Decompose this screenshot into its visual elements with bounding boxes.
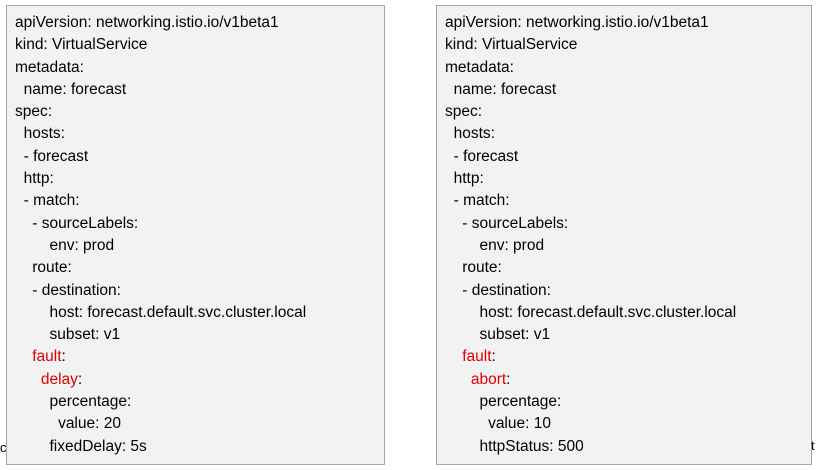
code-line: metadata: (445, 58, 514, 76)
fault-key: fault (445, 348, 492, 366)
fault-colon: : (61, 348, 66, 366)
cropped-text-fragment-right: t (811, 438, 815, 453)
code-line: env: prod (445, 236, 545, 254)
code-line-fault: fault: (445, 346, 803, 368)
code-panel-delay: apiVersion: networking.istio.io/v1beta1 … (6, 5, 385, 465)
code-line: apiVersion: networking.istio.io/v1beta1 (445, 14, 709, 31)
code-line-delay: delay: (15, 369, 376, 391)
code-line: route: (445, 259, 502, 277)
code-line: kind: VirtualService (15, 36, 148, 54)
code-line: host: forecast.default.svc.cluster.local (15, 303, 307, 321)
code-line: fixedDelay: 5s (15, 437, 147, 455)
code-line: spec: (445, 103, 483, 121)
code-line: http: (445, 170, 484, 188)
code-line: percentage: (15, 393, 132, 411)
code-line: value: 20 (15, 415, 121, 433)
delay-colon: : (77, 370, 83, 388)
code-line: metadata: (15, 58, 84, 76)
code-line: http: (15, 170, 54, 188)
fault-colon: : (491, 348, 496, 366)
code-line-abort: abort: (445, 369, 803, 391)
code-line: apiVersion: networking.istio.io/v1beta1 (15, 14, 279, 31)
delay-key: delay (15, 370, 78, 388)
code-line: hosts: (15, 125, 65, 143)
code-line: value: 10 (445, 415, 551, 433)
code-line: percentage: (445, 393, 562, 411)
code-line: env: prod (15, 236, 115, 254)
code-line: route: (15, 259, 72, 277)
code-line: subset: v1 (445, 326, 551, 344)
code-panel-abort: apiVersion: networking.istio.io/v1beta1 … (436, 5, 812, 465)
code-line: kind: VirtualService (445, 36, 578, 54)
code-line: httpStatus: 500 (445, 437, 584, 455)
code-line: name: forecast (15, 80, 127, 98)
code-line: - destination: (445, 281, 551, 299)
code-line: name: forecast (445, 80, 557, 98)
cropped-text-fragment-left: c (0, 440, 7, 455)
abort-colon: : (506, 370, 511, 388)
code-line: - sourceLabels: (445, 214, 569, 232)
code-line: subset: v1 (15, 326, 121, 344)
code-line: - sourceLabels: (15, 214, 139, 232)
code-line: - destination: (15, 281, 121, 299)
code-line: host: forecast.default.svc.cluster.local (445, 303, 737, 321)
fault-key: fault (15, 348, 62, 366)
code-line: - forecast (445, 147, 519, 165)
code-line: - match: (15, 192, 80, 210)
code-line: hosts: (445, 125, 495, 143)
code-line: - match: (445, 192, 510, 210)
code-line: - forecast (15, 147, 89, 165)
abort-key: abort (445, 370, 507, 388)
code-line: spec: (15, 103, 53, 121)
code-line-fault: fault: (15, 346, 376, 368)
